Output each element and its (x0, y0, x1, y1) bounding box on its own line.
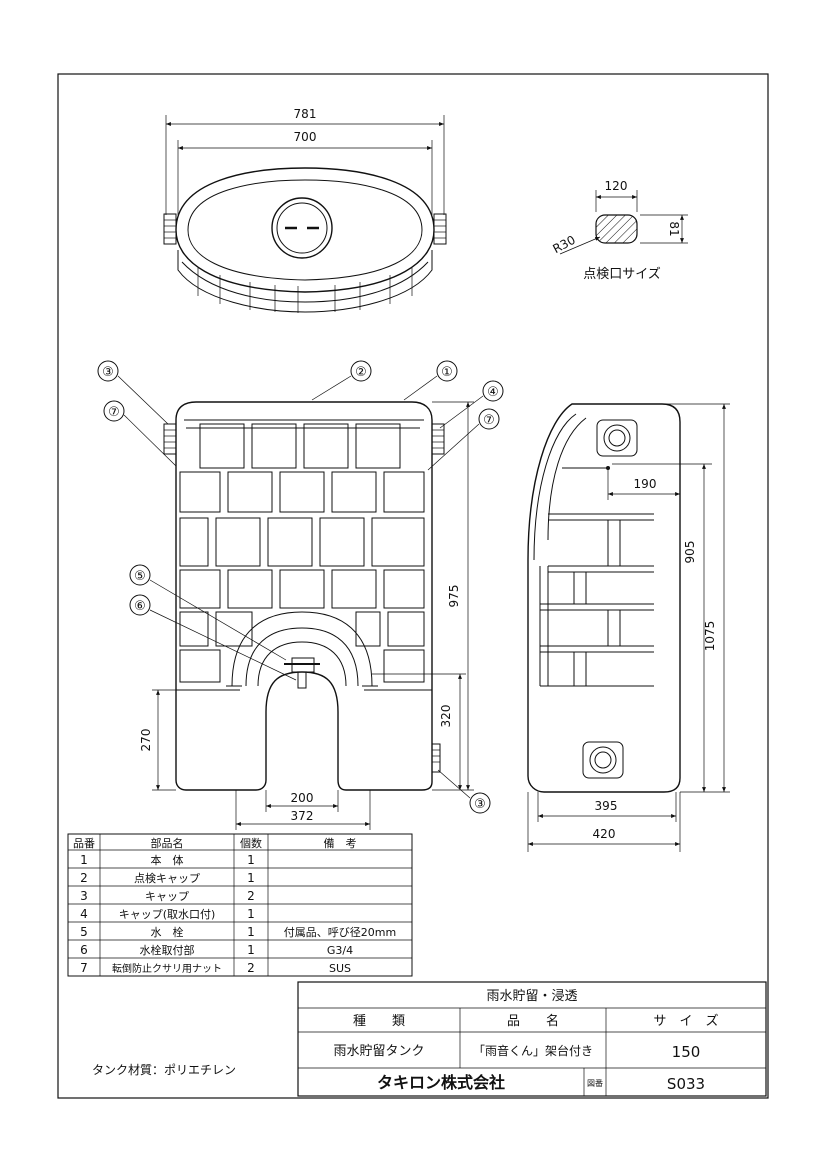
parts-header-no: 品番 (73, 837, 95, 850)
dim-120: 120 (605, 179, 628, 193)
table-row-6-name: 水栓取付部 (140, 943, 195, 957)
title-category: 雨水貯留・浸透 (486, 989, 577, 1004)
callout-1: ① (441, 365, 453, 380)
callout-4: ④ (487, 385, 499, 400)
top-view: 781 700 (163, 107, 447, 313)
drawing-no-label: 図番 (587, 1078, 603, 1088)
table-row-2-qty: 1 (247, 871, 255, 885)
table-row-3-no: 3 (80, 889, 88, 903)
callout-7a: ⑦ (108, 405, 120, 420)
dim-1075: 1075 (703, 621, 717, 652)
table-row-6-qty: 1 (247, 943, 255, 957)
table-row-7-no: 7 (80, 961, 88, 975)
inspection-port-title: 点検口サイズ (583, 266, 661, 282)
dim-395: 395 (595, 799, 618, 813)
parts-table: 品番 部品名 個数 備 考 1 本 体 1 2 点検キャップ 1 3 キャップ … (67, 833, 413, 977)
parts-header-qty: 個数 (240, 837, 262, 850)
dim-905: 905 (683, 541, 697, 564)
dim-190: 190 (634, 477, 657, 491)
table-row-4-no: 4 (80, 907, 88, 921)
dim-r30: R30 (550, 233, 577, 256)
drawing-frame (57, 73, 769, 1099)
table-row-5-name: 水 栓 (151, 925, 184, 939)
parts-header-note: 備 考 (324, 837, 357, 850)
table-row-3-qty: 2 (247, 889, 255, 903)
table-row-4-qty: 1 (247, 907, 255, 921)
table-row-1-name: 本 体 (151, 853, 184, 867)
dim-270: 270 (139, 729, 153, 752)
drawing-number: S033 (667, 1075, 705, 1093)
callout-6: ⑥ (134, 599, 146, 614)
dim-200: 200 (291, 791, 314, 805)
front-view: ③ ⑦ ② ① ④ ⑦ ⑤ ⑥ ③ 975 320 270 2 (97, 360, 504, 830)
table-row-6-no: 6 (80, 943, 88, 957)
side-view: 190 905 1075 395 420 (527, 403, 730, 852)
material-note: タンク材質：ポリエチレン (92, 1062, 236, 1077)
table-row-7-qty: 2 (247, 961, 255, 975)
callout-3a: ③ (102, 365, 114, 380)
table-row-2-name: 点検キャップ (134, 871, 200, 885)
title-value-size: 150 (672, 1043, 701, 1061)
table-row-7-note: SUS (329, 962, 351, 975)
dim-975: 975 (447, 585, 461, 608)
table-row-5-note: 付属品、呼び径20mm (284, 926, 396, 939)
table-row-5-qty: 1 (247, 925, 255, 939)
dim-781: 781 (294, 107, 317, 121)
title-header-size: サ イ ズ (653, 1013, 718, 1029)
table-row-4-name: キャップ(取水口付) (119, 908, 216, 921)
title-header-type: 種 類 (353, 1013, 405, 1029)
title-value-type: 雨水貯留タンク (333, 1044, 424, 1059)
inspection-port-detail: 120 81 R30 点検口サイズ (550, 179, 688, 282)
dim-700: 700 (294, 130, 317, 144)
table-row-6-note: G3/4 (327, 944, 353, 957)
title-value-product: 「雨音くん」架台付き (473, 1043, 593, 1058)
table-row-3-name: キャップ (145, 890, 189, 903)
table-row-2-no: 2 (80, 871, 88, 885)
company-logo-text: タキロン株式会社 (377, 1073, 505, 1092)
callout-5: ⑤ (134, 569, 146, 584)
callout-2: ② (355, 365, 367, 380)
table-row-1-qty: 1 (247, 853, 255, 867)
dim-420: 420 (593, 827, 616, 841)
table-row-7-name: 転倒防止クサリ用ナット (112, 962, 222, 975)
title-header-product: 品 名 (507, 1013, 559, 1029)
dim-320: 320 (439, 705, 453, 728)
title-block: 雨水貯留・浸透 種 類 品 名 サ イ ズ 雨水貯留タンク 「雨音くん」架台付き… (297, 981, 767, 1097)
callout-7b: ⑦ (483, 413, 495, 428)
dim-372: 372 (291, 809, 314, 823)
parts-header-name: 部品名 (151, 836, 184, 850)
dim-81: 81 (667, 221, 681, 236)
table-row-1-no: 1 (80, 853, 88, 867)
callout-3b: ③ (474, 797, 486, 812)
table-row-5-no: 5 (80, 925, 88, 939)
